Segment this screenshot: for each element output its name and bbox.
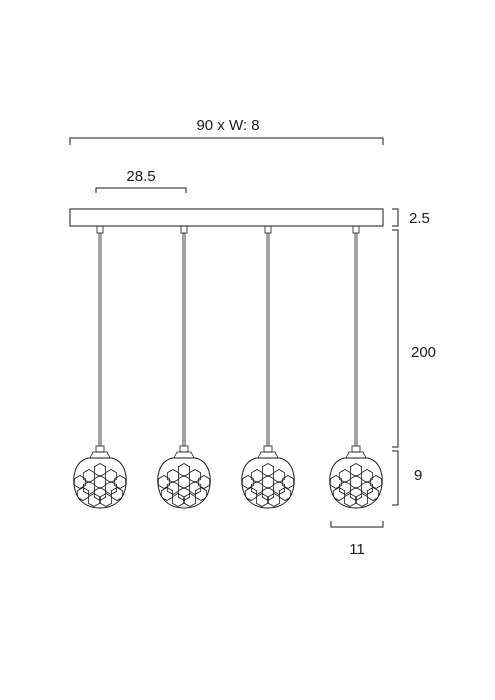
lamp-holder (95, 445, 105, 453)
facet (241, 475, 255, 489)
ceiling-connector (264, 225, 272, 234)
glass-shade (157, 457, 211, 509)
canopy-height-label: 2.5 (409, 210, 430, 227)
drop-length-bracket (392, 229, 399, 448)
ceiling-connector (180, 225, 188, 234)
shade-height-bracket (392, 450, 399, 506)
shade-cap (173, 451, 195, 459)
canopy-bar (69, 208, 384, 227)
drop-length-dimension: 200 (392, 229, 436, 448)
facet (244, 487, 258, 501)
shade-height-dimension: 9 (392, 450, 422, 506)
shade-cap (345, 451, 367, 459)
facet (332, 487, 346, 501)
shade-height-label: 9 (414, 467, 422, 484)
shade-cap (89, 451, 111, 459)
glass-shade (241, 457, 295, 509)
facet (261, 463, 275, 477)
shade-cap (257, 451, 279, 459)
ceiling-connector (352, 225, 360, 234)
facet (366, 487, 380, 501)
facet (76, 487, 90, 501)
shade-facets (329, 463, 383, 507)
shade-width-label: 11 (349, 541, 365, 558)
lamp-holder (351, 445, 361, 453)
facet (360, 469, 374, 483)
facet (160, 487, 174, 501)
facet (349, 463, 363, 477)
facet (104, 469, 118, 483)
facet (177, 475, 191, 489)
facet (349, 475, 363, 489)
pendant (329, 225, 383, 509)
facet (113, 475, 127, 489)
facet (250, 469, 264, 483)
overall-width-dimension: 90 x W: 8 (69, 117, 384, 145)
spacing-bracket (95, 187, 187, 193)
facet (281, 475, 295, 489)
facet (329, 475, 343, 489)
lamp-holder (179, 445, 189, 453)
facet (188, 469, 202, 483)
lamp-holder (263, 445, 273, 453)
pendant (241, 225, 295, 509)
pendant (157, 225, 211, 509)
facet (157, 475, 171, 489)
facet (194, 487, 208, 501)
facet (278, 487, 292, 501)
shade-facets (157, 463, 211, 507)
facet (177, 463, 191, 477)
ceiling-connector (96, 225, 104, 234)
glass-shade (73, 457, 127, 509)
facet (73, 475, 87, 489)
facet (338, 469, 352, 483)
facet (93, 463, 107, 477)
facet (166, 469, 180, 483)
drop-length-label: 200 (411, 344, 436, 361)
pendant (73, 225, 127, 509)
spacing-dimension: 28.5 (95, 168, 187, 193)
shade-facets (73, 463, 127, 507)
facet (197, 475, 211, 489)
overall-width-bracket (69, 137, 384, 145)
facet (369, 475, 383, 489)
facet (272, 469, 286, 483)
overall-width-label: 90 x W: 8 (196, 117, 259, 134)
glass-shade (329, 457, 383, 509)
facet (110, 487, 124, 501)
spacing-label: 28.5 (126, 168, 155, 185)
shade-facets (241, 463, 295, 507)
facet (93, 475, 107, 489)
facet (261, 475, 275, 489)
facet (82, 469, 96, 483)
canopy-height-dimension: 2.5 (392, 208, 430, 227)
shade-width-bracket (330, 521, 384, 528)
shade-width-dimension: 11 (330, 521, 384, 558)
canopy-height-bracket (392, 208, 399, 227)
pendants (73, 225, 383, 509)
